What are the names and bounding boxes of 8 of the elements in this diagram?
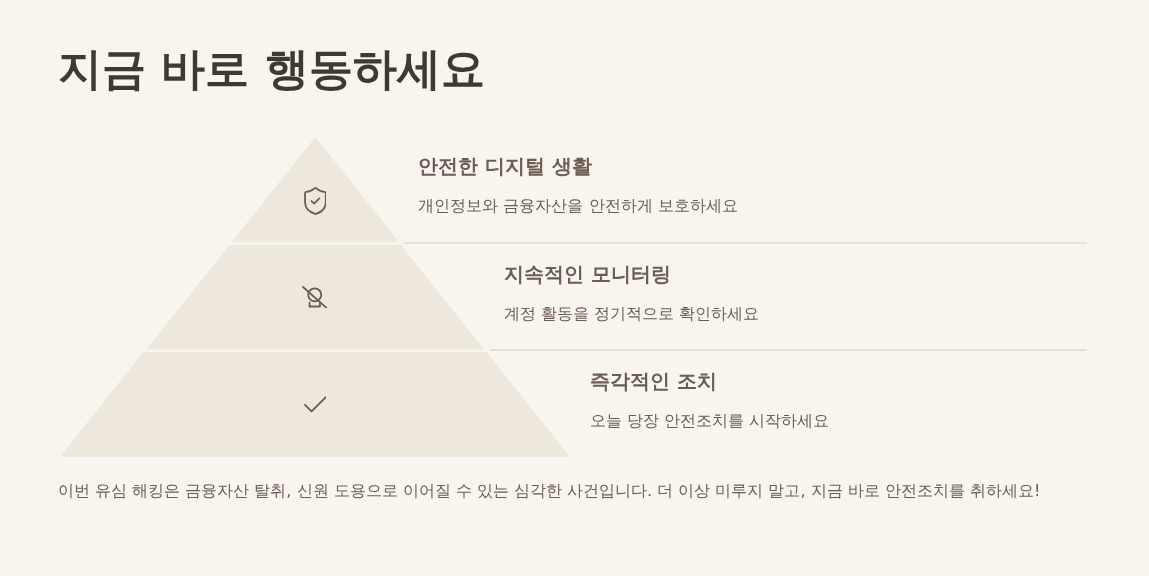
tier-description: 계정 활동을 정기적으로 확인하세요 xyxy=(504,302,760,325)
tier-description: 개인정보와 금융자산을 안전하게 보호하세요 xyxy=(418,195,738,217)
caption-text: 이번 유심 해킹은 금융자산 탈취, 신원 도용으로 이어질 수 있는 심각한 사건입니다. 더 이상 미루지 말고, 지금 바로 안전조치를 취하세요! xyxy=(58,480,1042,502)
tier-heading: 즉각적인 조치 xyxy=(590,368,717,395)
tier-heading: 지속적인 모니터링 xyxy=(504,260,672,287)
tier-heading: 안전한 디지털 생활 xyxy=(418,153,593,179)
tier-description: 오늘 당장 안전조치를 시작하세요 xyxy=(590,410,830,433)
page-title: 지금 바로 행동하세요 xyxy=(58,42,485,96)
